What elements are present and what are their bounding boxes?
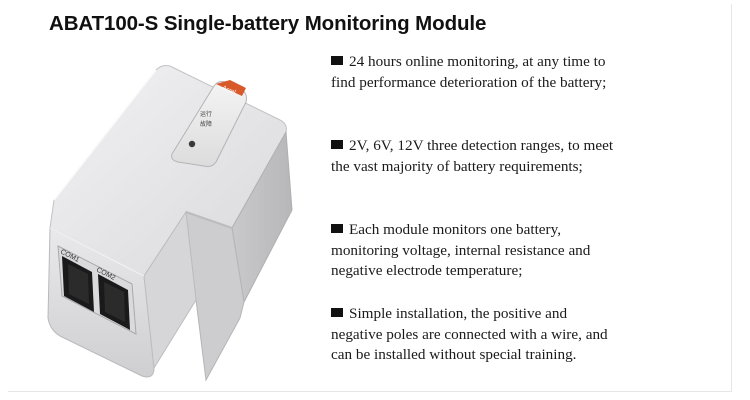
feature-item: Each module monitors one battery, monito… bbox=[331, 220, 621, 282]
page-title: ABAT100-S Single-battery Monitoring Modu… bbox=[49, 12, 487, 35]
square-bullet-icon bbox=[331, 56, 343, 65]
feature-item: 24 hours online monitoring, at any time … bbox=[331, 52, 621, 93]
feature-item: 2V, 6V, 12V three detection ranges, to m… bbox=[331, 136, 621, 177]
feature-text: 2V, 6V, 12V three detection ranges, to m… bbox=[331, 137, 614, 175]
square-bullet-icon bbox=[331, 308, 343, 317]
led-label-run: 运行 bbox=[200, 110, 212, 118]
square-bullet-icon bbox=[331, 140, 343, 149]
square-bullet-icon bbox=[331, 224, 343, 233]
feature-text: Simple installation, the positive and ne… bbox=[331, 305, 608, 364]
brand-label bbox=[216, 80, 246, 96]
product-image: COM1 COM2 Acrel 运行 故障 bbox=[47, 65, 293, 382]
feature-text: Each module monitors one battery, monito… bbox=[331, 221, 591, 280]
brand-text: Acrel bbox=[221, 85, 236, 96]
slide-frame bbox=[8, 4, 732, 392]
feature-item: Simple installation, the positive and ne… bbox=[331, 304, 621, 366]
feature-text: 24 hours online monitoring, at any time … bbox=[331, 53, 607, 91]
led-indicator bbox=[188, 140, 196, 148]
led-label-fault: 故障 bbox=[200, 120, 212, 128]
